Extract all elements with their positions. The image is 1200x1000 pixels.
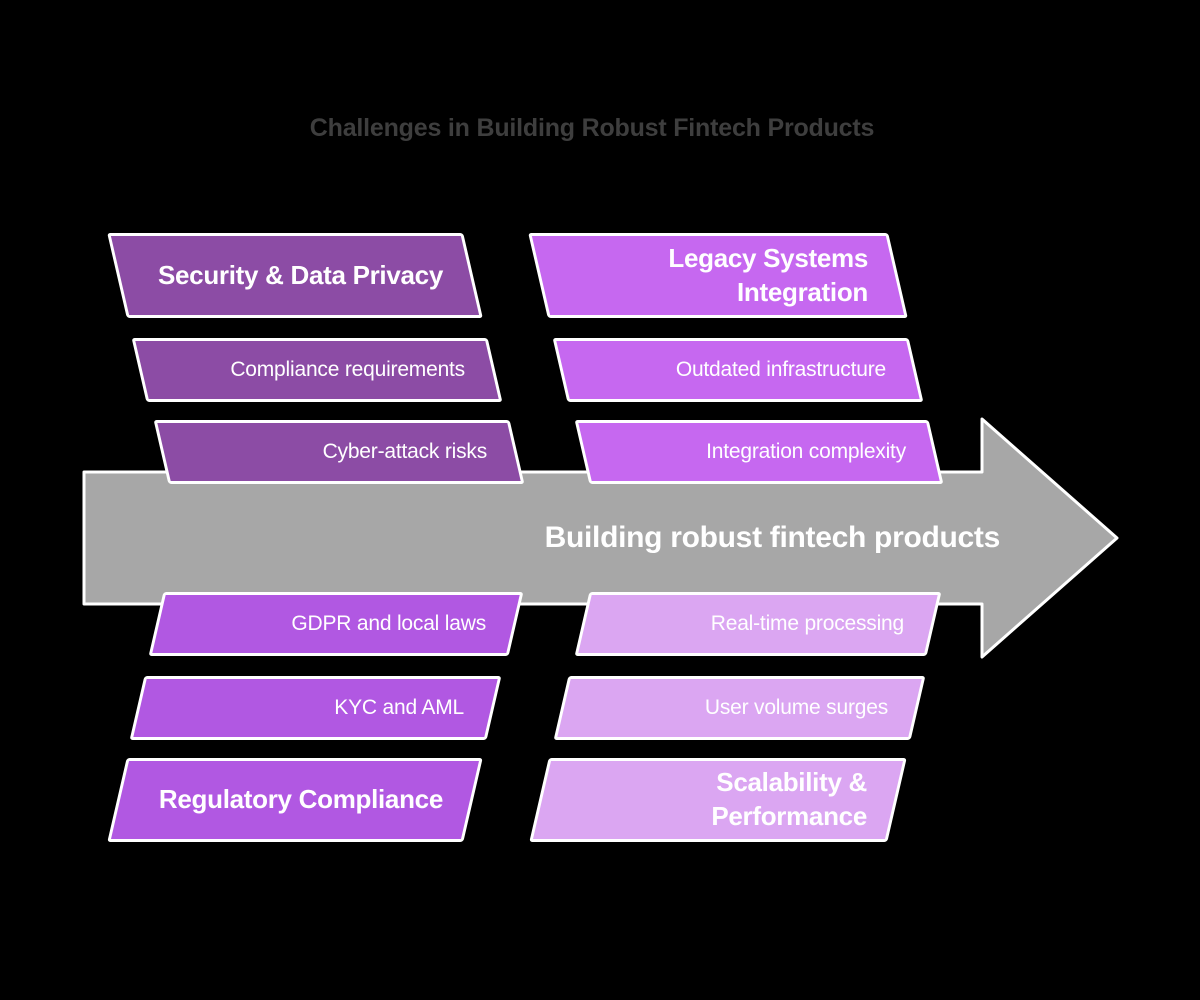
banner-regulatory-compliance-header: Regulatory Compliance: [107, 758, 483, 842]
banner-item-label: Real-time processing: [710, 612, 904, 635]
diagram-title: Challenges in Building Robust Fintech Pr…: [309, 114, 875, 142]
banner-compliance-requirements: Compliance requirements: [131, 338, 503, 402]
banner-item-label: Compliance requirements: [230, 358, 465, 381]
banner-item-label: KYC and AML: [334, 696, 464, 719]
banner-item-label: Outdated infrastructure: [675, 358, 886, 381]
banner-outdated-infrastructure: Outdated infrastructure: [552, 338, 924, 402]
banner-header-label: Legacy Systems Integration: [668, 242, 868, 307]
banner-item-label: Cyber-attack risks: [322, 440, 488, 463]
banner-integration-complexity: Integration complexity: [574, 420, 944, 484]
banner-header-label: Regulatory Compliance: [158, 784, 443, 815]
banner-scalability-performance-header: Scalability & Performance: [529, 758, 907, 842]
banner-item-label: Integration complexity: [706, 440, 906, 463]
banner-cyber-attack-risks: Cyber-attack risks: [153, 420, 525, 484]
banner-item-label: User volume surges: [704, 696, 888, 719]
banner-kyc-aml: KYC and AML: [129, 676, 502, 740]
banner-real-time-processing: Real-time processing: [574, 592, 942, 656]
banner-user-volume-surges: User volume surges: [553, 676, 926, 740]
process-arrow-label: Building robust fintech products: [544, 521, 1001, 554]
banner-security-data-privacy-header: Security & Data Privacy: [107, 233, 483, 318]
banner-gdpr-local-laws: GDPR and local laws: [148, 592, 524, 656]
banner-header-label: Security & Data Privacy: [157, 259, 443, 290]
banner-item-label: GDPR and local laws: [291, 612, 486, 635]
banner-legacy-systems-header: Legacy Systems Integration: [528, 233, 908, 318]
banner-header-label: Scalability & Performance: [711, 767, 867, 831]
